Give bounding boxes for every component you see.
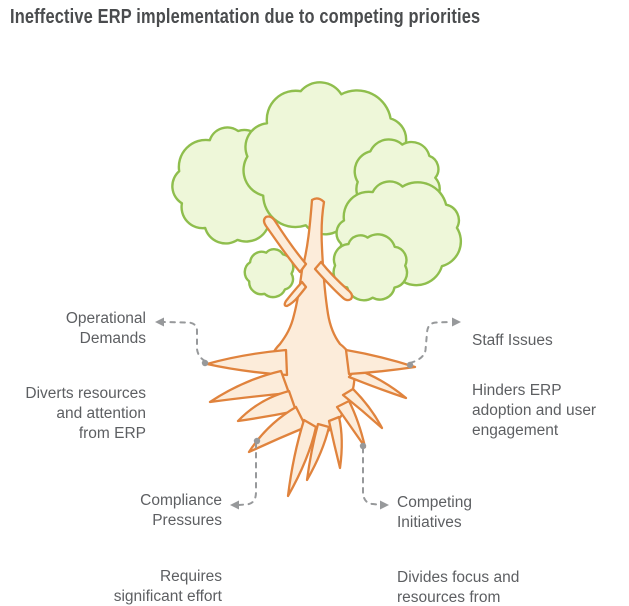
connector-dot — [406, 361, 414, 369]
arrow-right-icon — [380, 500, 389, 510]
root-left-mid — [208, 369, 291, 404]
arrow-left-icon — [230, 500, 239, 510]
connector-line — [161, 321, 206, 362]
connector-dot — [253, 437, 261, 445]
cause-competing-initiatives: Competing Initiatives Divides focus and … — [397, 473, 567, 606]
connectors — [155, 317, 461, 510]
cause-compliance-pressures: Compliance Pressures Requires significan… — [52, 471, 222, 606]
arrow-right-icon — [452, 317, 461, 327]
canopy-blob-small-right — [332, 233, 409, 302]
branch-mini — [283, 280, 308, 308]
connector-compliance-pressures — [230, 437, 261, 510]
tree-trunk — [262, 197, 356, 442]
canopy-blob-small-left — [243, 248, 295, 299]
root-center-2 — [305, 422, 331, 482]
connector-staff-issues — [406, 317, 461, 369]
connector-dot — [359, 442, 367, 450]
root-far-left — [205, 348, 289, 377]
connector-line — [362, 447, 382, 506]
cause-description: Diverts resources and attention from ERP — [25, 385, 146, 442]
branch-right — [313, 260, 354, 302]
cause-description: Hinders ERP adoption and user engagement — [472, 382, 597, 439]
root-right-low — [341, 387, 384, 430]
root-left-down — [247, 405, 308, 454]
root-far-right — [344, 348, 417, 376]
connector-dot — [201, 359, 209, 367]
cause-heading: Compliance Pressures — [140, 492, 222, 529]
cause-description: Divides focus and resources from ERP — [397, 569, 520, 606]
page-title: Ineffective ERP implementation due to co… — [10, 6, 481, 28]
cause-heading: Competing Initiatives — [397, 494, 472, 531]
root-center-1 — [286, 418, 318, 498]
cause-heading: Operational Demands — [65, 310, 146, 347]
cause-staff-issues: Staff Issues Hinders ERP adoption and us… — [472, 311, 622, 461]
connector-competing-initiatives — [359, 442, 389, 510]
cause-heading: Staff Issues — [472, 332, 553, 349]
connector-line — [237, 442, 257, 506]
tree-roots — [205, 348, 417, 498]
root-center-3 — [327, 415, 343, 470]
branch-left — [262, 215, 308, 274]
cause-description: Requires significant effort and resource… — [113, 568, 222, 605]
connector-line — [409, 321, 453, 364]
cause-operational-demands: Operational Demands Diverts resources an… — [0, 289, 146, 464]
arrow-left-icon — [155, 317, 164, 327]
tree-canopy — [171, 81, 463, 302]
connector-operational-demands — [155, 317, 209, 367]
